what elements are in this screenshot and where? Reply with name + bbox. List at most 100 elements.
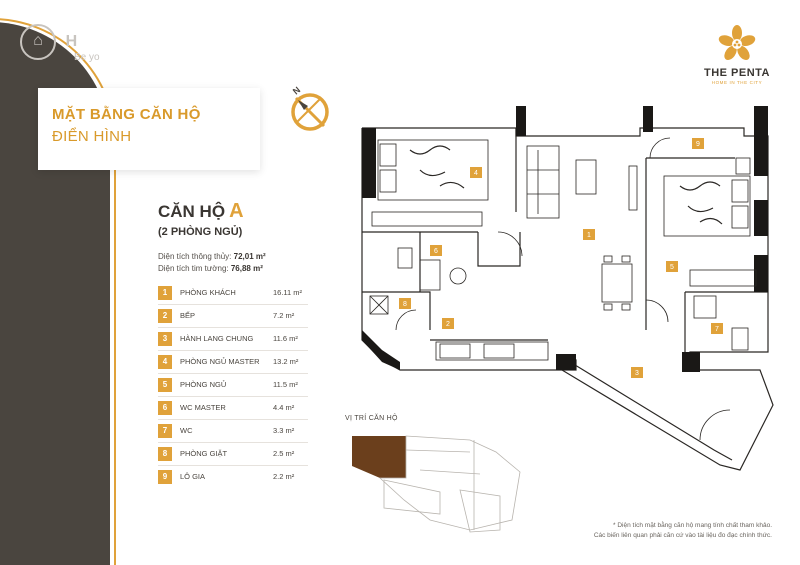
toilet (731, 327, 749, 351)
bed-pattern (409, 145, 723, 225)
svg-text:8: 8 (403, 301, 407, 308)
watermark: ⌂ H Be yo (20, 24, 100, 63)
watermark-subtitle: Be yo (74, 52, 100, 63)
title-card: MẶT BẰNG CĂN HỘ ĐIỂN HÌNH (38, 88, 260, 170)
svg-text:1: 1 (587, 232, 591, 239)
room-row: 3 HÀNH LANG CHUNG 11.6 m² (158, 332, 308, 351)
svg-text:4: 4 (474, 170, 478, 177)
area-clear-label: Diện tích thông thủy: (158, 252, 232, 261)
wardrobe (689, 269, 757, 287)
door (649, 137, 671, 159)
svg-text:6: 6 (434, 248, 438, 255)
room-markers: 1 2 3 4 5 6 7 8 9 (399, 138, 723, 378)
wall (362, 127, 769, 156)
wall (362, 291, 431, 330)
coffee-table (575, 159, 597, 195)
area-wall-label: Diện tích tim tường: (158, 264, 229, 273)
room-number: 9 (158, 470, 172, 484)
room-area: 13.2 m² (273, 357, 299, 366)
wall-columns (362, 106, 768, 372)
area-clear-value: 72,01 m² (233, 252, 266, 261)
kitchen-counter (435, 341, 549, 361)
room-number: 6 (158, 401, 172, 415)
room-divider (158, 419, 308, 420)
room-name: PHÒNG GIẶT (180, 449, 228, 458)
room-area: 2.5 m² (273, 449, 295, 458)
master-bed (377, 139, 489, 201)
svg-text:3: 3 (635, 370, 639, 377)
compass-icon (291, 93, 329, 131)
area-wall: Diện tích tim tường: 76,88 m² (158, 264, 263, 273)
room-name: PHÒNG NGỦ (180, 380, 227, 389)
room-row: 5 PHÒNG NGỦ 11.5 m² (158, 378, 308, 397)
wall (561, 369, 774, 471)
compass-label: N (291, 85, 302, 97)
room-area: 11.5 m² (273, 380, 298, 389)
room-area: 2.2 m² (273, 472, 295, 481)
watermark-text: H (65, 33, 78, 50)
room-area: 7.2 m² (273, 311, 295, 320)
washing-machine (369, 295, 389, 315)
brand-tagline: HOME IN THE CITY (711, 80, 763, 85)
room-name: WC MASTER (180, 403, 226, 412)
dining-table (601, 263, 633, 303)
footnote: * Diện tích mặt bằng căn hộ mang tính ch… (470, 521, 772, 541)
room-number: 5 (158, 378, 172, 392)
furniture (369, 137, 757, 441)
room-divider (158, 350, 308, 351)
room-divider (158, 304, 308, 305)
room-row: 6 WC MASTER 4.4 m² (158, 401, 308, 420)
location-label: VỊ TRÍ CĂN HỘ (345, 415, 398, 422)
door (645, 299, 669, 323)
room-divider (158, 373, 308, 374)
room-number: 2 (158, 309, 172, 323)
brand-name: THE PENTA (703, 67, 771, 79)
apartment-letter: A (229, 200, 244, 222)
wall (361, 128, 577, 371)
apartment-bedrooms: (2 PHÒNG NGỦ) (158, 226, 243, 238)
room-divider (158, 442, 308, 443)
room-name: WC (180, 426, 193, 435)
footnote-line-1: * Diện tích mặt bằng căn hộ mang tính ch… (613, 522, 772, 529)
footnote-line-2: Các biến liên quan phải căn cứ vào tài l… (593, 532, 772, 539)
page-subtitle: ĐIỂN HÌNH (52, 128, 132, 145)
sink (449, 267, 467, 285)
room-row: 4 PHÒNG NGỦ MASTER 13.2 m² (158, 355, 308, 374)
room-row: 9 LÔ GIA 2.2 m² (158, 470, 308, 486)
room-area: 4.4 m² (273, 403, 295, 412)
door (497, 231, 523, 257)
bed (663, 175, 751, 237)
area-clear: Diện tích thông thủy: 72,01 m² (158, 252, 266, 261)
floor-plan (361, 127, 774, 471)
room-number: 8 (158, 447, 172, 461)
room-name: PHÒNG KHÁCH (180, 288, 236, 297)
room-name: PHÒNG NGỦ MASTER (180, 357, 260, 366)
svg-text:2: 2 (446, 321, 450, 328)
room-divider (158, 396, 308, 397)
room-area: 11.6 m² (273, 334, 298, 343)
svg-text:5: 5 (670, 264, 674, 271)
room-row: 8 PHÒNG GIẶT 2.5 m² (158, 447, 308, 466)
door (395, 309, 417, 331)
room-area: 3.3 m² (273, 426, 295, 435)
apartment-heading-text: CĂN HỘ (158, 202, 226, 221)
page-title: MẶT BẰNG CĂN HỘ (52, 106, 201, 123)
room-divider (158, 327, 308, 328)
location-map (352, 435, 521, 533)
room-row: 1 PHÒNG KHÁCH 16.11 m² (158, 286, 308, 305)
toilet (397, 247, 413, 269)
room-number: 4 (158, 355, 172, 369)
room-row: 7 WC 3.3 m² (158, 424, 308, 443)
svg-text:7: 7 (715, 326, 719, 333)
sofa (526, 145, 560, 219)
room-divider (158, 465, 308, 466)
door (699, 409, 731, 441)
svg-text:9: 9 (696, 141, 700, 148)
room-area: 16.11 m² (273, 288, 303, 297)
area-wall-value: 76,88 m² (230, 264, 263, 273)
home-icon: ⌂ (20, 24, 56, 60)
wall (569, 361, 733, 461)
